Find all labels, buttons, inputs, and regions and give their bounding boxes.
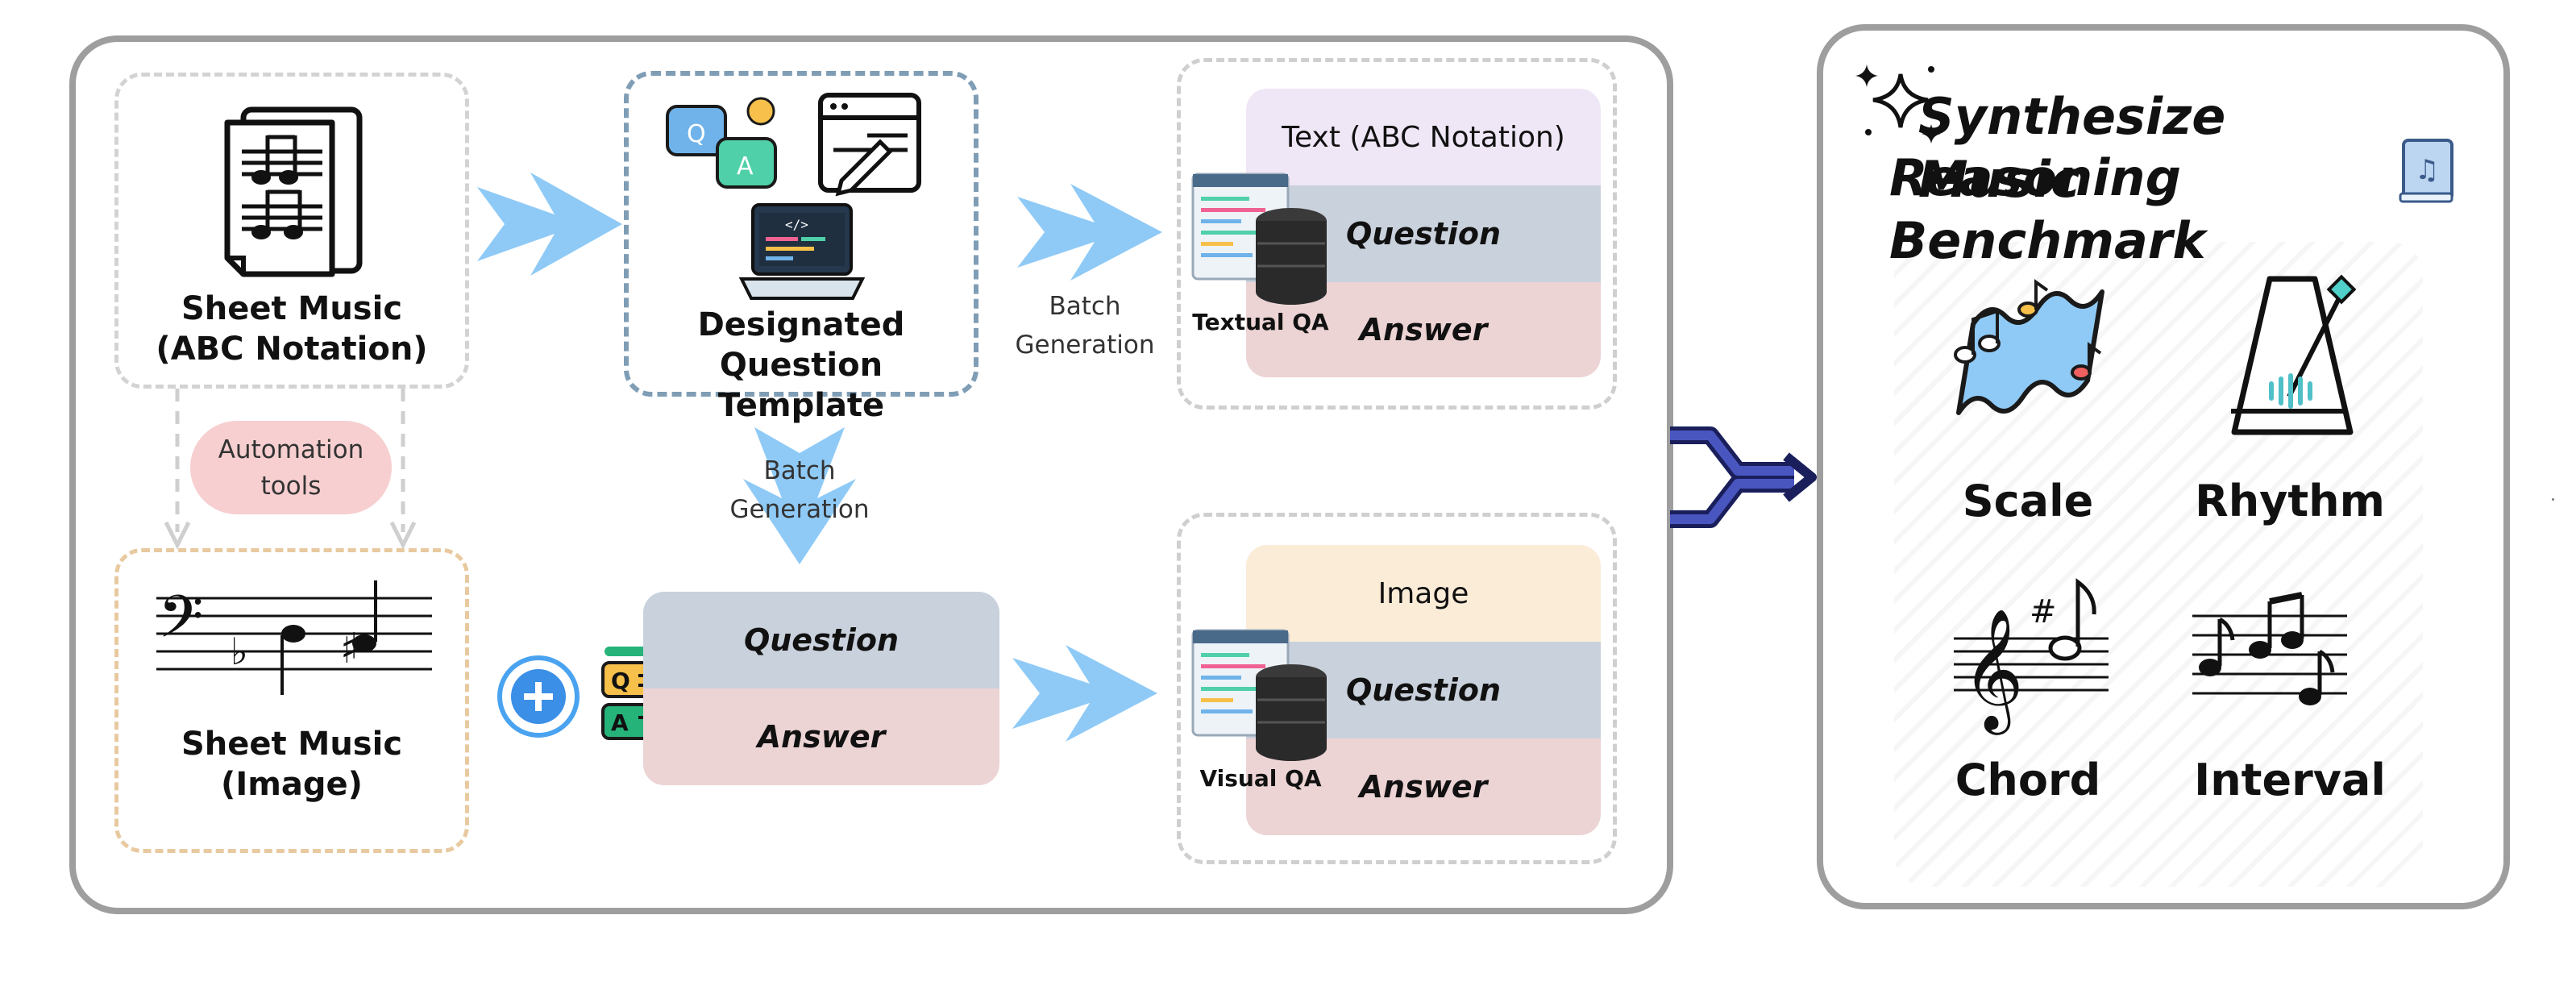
qa-pair-question-band: Question <box>643 592 999 688</box>
code-glyph: </> <box>785 217 808 232</box>
sheet-music-image-label: Sheet Music (Image) <box>181 726 403 803</box>
merge-arrow-icon <box>1670 426 1817 528</box>
category-rhythm: Rhythm <box>2195 476 2385 526</box>
treble-clef-chord-icon: 𝄞 # <box>1954 578 2109 735</box>
svg-text:♫: ♫ <box>2415 154 2439 186</box>
sheet-music-icon <box>224 106 363 277</box>
qa-pair-answer-band: Answer <box>643 688 999 785</box>
textual-database-icon <box>1191 173 1327 305</box>
abc-to-image-connector <box>164 389 417 550</box>
template-a-letter: A <box>737 152 754 181</box>
question-template-label: Designated Question Template <box>697 306 905 424</box>
qa-badge-q: Q <box>611 668 630 694</box>
svg-text:#: # <box>2030 593 2057 630</box>
arrow-template-down <box>743 427 856 564</box>
visual-qa-header: Image <box>1246 545 1601 642</box>
qa-badge-a: A <box>611 709 629 736</box>
laptop-code-icon: </> <box>738 203 866 300</box>
batch-generation-top-label: Batch Generation <box>1015 292 1155 360</box>
automation-tools-label: Automation tools <box>218 435 364 501</box>
visual-qa-label: Visual QA <box>1199 765 1322 792</box>
benchmark-title-line2: Reasoning Benchmark <box>1889 148 2206 270</box>
question-template-box <box>624 71 978 397</box>
textual-qa-header: Text (ABC Notation) <box>1246 89 1601 185</box>
sheet-music-abc-label: Sheet Music (ABC Notation) <box>156 290 428 368</box>
sheet-music-abc-box <box>114 73 469 389</box>
arrow-pair-to-visual <box>1012 645 1157 742</box>
add-circle-icon <box>497 655 580 738</box>
textual-qa-box <box>1177 58 1617 410</box>
bass-clef-staff-icon: 𝄢 ♭ ♯ <box>156 580 432 695</box>
arrow-template-to-textual <box>1017 184 1162 281</box>
interval-notes-icon <box>2192 592 2347 705</box>
category-interval: Interval <box>2194 755 2386 805</box>
template-q-letter: Q <box>687 120 706 148</box>
svg-text:♭: ♭ <box>231 630 248 673</box>
benchmark-title-line1: Synthesize Music <box>1918 87 2226 209</box>
music-book-icon: ♫ <box>2399 139 2453 203</box>
arrow-abc-to-template <box>477 173 622 276</box>
sheet-music-image-box <box>114 548 469 853</box>
batch-generation-mid-label: Batch Generation <box>729 456 870 525</box>
sparkles-icon <box>1855 64 1941 144</box>
svg-text:𝄢: 𝄢 <box>158 582 204 665</box>
metronome-icon <box>2231 274 2357 435</box>
form-edit-icon <box>818 93 921 197</box>
textual-qa-label: Textual QA <box>1192 309 1329 335</box>
visual-database-icon <box>1191 629 1327 761</box>
visual-qa-box <box>1177 513 1617 864</box>
category-chord: Chord <box>1955 755 2101 805</box>
stray-dot <box>2552 498 2554 501</box>
scale-wave-icon <box>1954 279 2104 415</box>
qa-bubble-icon: Q A <box>666 97 777 189</box>
svg-text:𝄞: 𝄞 <box>1962 607 2024 735</box>
automation-tools-pill <box>190 421 392 514</box>
category-scale: Scale <box>1962 476 2094 526</box>
